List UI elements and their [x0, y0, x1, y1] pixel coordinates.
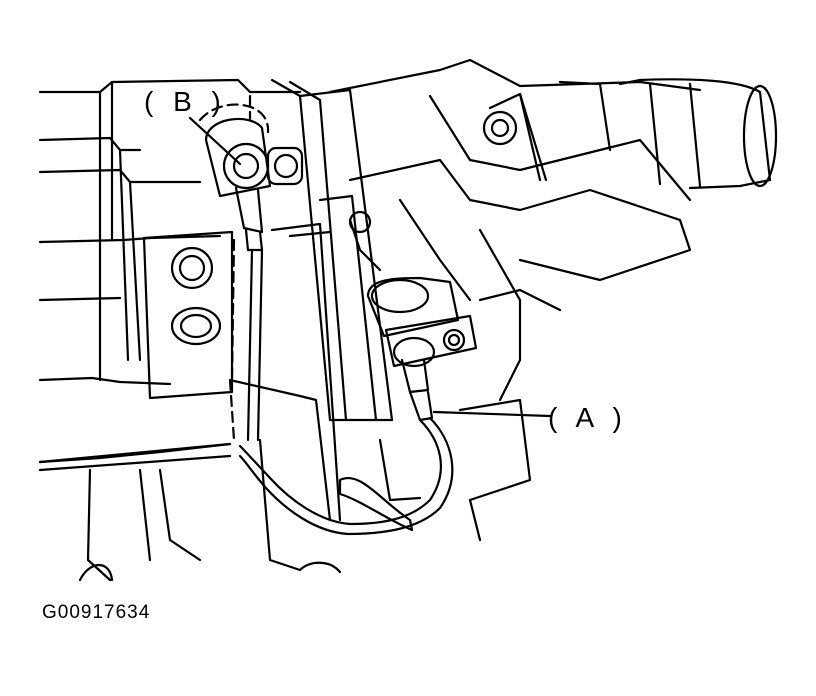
- shift-lever: [270, 78, 394, 522]
- callout-label-b: ( B ): [144, 86, 227, 117]
- leader-line-a: [432, 410, 552, 418]
- sensor-a: [366, 276, 478, 422]
- mounting-plate: [142, 230, 234, 400]
- sensor-b-wire: [246, 248, 264, 442]
- figure-id: G00917634: [42, 602, 151, 623]
- lower-housing: [158, 378, 482, 574]
- sensor-b: [204, 117, 304, 252]
- right-housing: [328, 58, 778, 502]
- leader-line-b: [188, 116, 242, 166]
- callout-label-a: ( A ): [548, 402, 628, 433]
- sensor-a-harness: [38, 416, 454, 536]
- left-casing: [38, 78, 302, 582]
